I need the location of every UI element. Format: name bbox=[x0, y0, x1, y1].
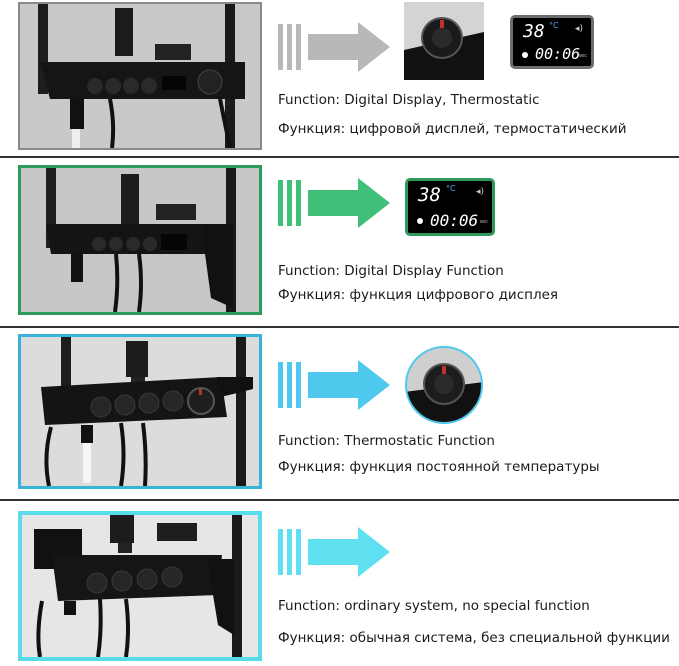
option-row-digital-thermostatic: 38 °C ◂) 00:06 sec Function: Digital Dis… bbox=[0, 0, 679, 155]
function-label-en: Function: ordinary system, no special fu… bbox=[278, 598, 590, 614]
display-time-unit: sec bbox=[578, 53, 587, 59]
digital-display-closeup: 38 °C ◂) 00:06 sec bbox=[510, 15, 594, 69]
digital-display-closeup: 38 °C ◂) 00:06 sec bbox=[405, 178, 495, 236]
display-sound-icon: ◂) bbox=[574, 24, 583, 34]
display-time: 00:06 bbox=[430, 211, 479, 230]
function-label-ru: Функция: функция постоянной температуры bbox=[278, 459, 600, 475]
function-label-en: Function: Thermostatic Function bbox=[278, 433, 495, 449]
arrow-right-icon bbox=[278, 178, 393, 228]
display-time: 00:06 bbox=[535, 45, 581, 63]
shower-photo-digital-thermostatic bbox=[18, 2, 262, 150]
arrow-right-icon bbox=[278, 527, 393, 577]
display-water-dot bbox=[522, 52, 528, 58]
display-temperature: 38 bbox=[523, 21, 545, 42]
display-temperature: 38 bbox=[418, 184, 441, 206]
display-time-unit: sec bbox=[479, 219, 488, 225]
function-label-en: Function: Digital Display Function bbox=[278, 263, 504, 279]
thermostatic-knob-closeup bbox=[404, 2, 484, 84]
display-temperature-unit: °C bbox=[446, 184, 456, 193]
row-divider bbox=[0, 499, 679, 501]
thermostatic-knob-closeup bbox=[404, 346, 484, 428]
shower-photo-thermostatic bbox=[18, 334, 262, 489]
display-sound-icon: ◂) bbox=[475, 187, 484, 197]
shower-photo-digital-display bbox=[18, 165, 262, 315]
display-water-dot bbox=[417, 218, 423, 224]
arrow-right-icon bbox=[278, 22, 393, 72]
function-label-en: Function: Digital Display, Thermostatic bbox=[278, 92, 540, 108]
option-row-digital-display: 38 °C ◂) 00:06 sec Function: Digital Dis… bbox=[0, 160, 679, 325]
function-label-ru: Функция: цифровой дисплей, термостатичес… bbox=[278, 121, 627, 137]
option-row-thermostatic: Function: Thermostatic Function Функция:… bbox=[0, 330, 679, 498]
function-label-ru: Функция: обычная система, без специально… bbox=[278, 630, 670, 646]
row-divider bbox=[0, 156, 679, 158]
shower-photo-ordinary bbox=[18, 511, 262, 661]
function-label-ru: Функция: функция цифрового дисплея bbox=[278, 287, 559, 303]
display-temperature-unit: °C bbox=[549, 21, 559, 30]
arrow-right-icon bbox=[278, 360, 393, 410]
option-row-ordinary: Function: ordinary system, no special fu… bbox=[0, 503, 679, 666]
row-divider bbox=[0, 326, 679, 328]
